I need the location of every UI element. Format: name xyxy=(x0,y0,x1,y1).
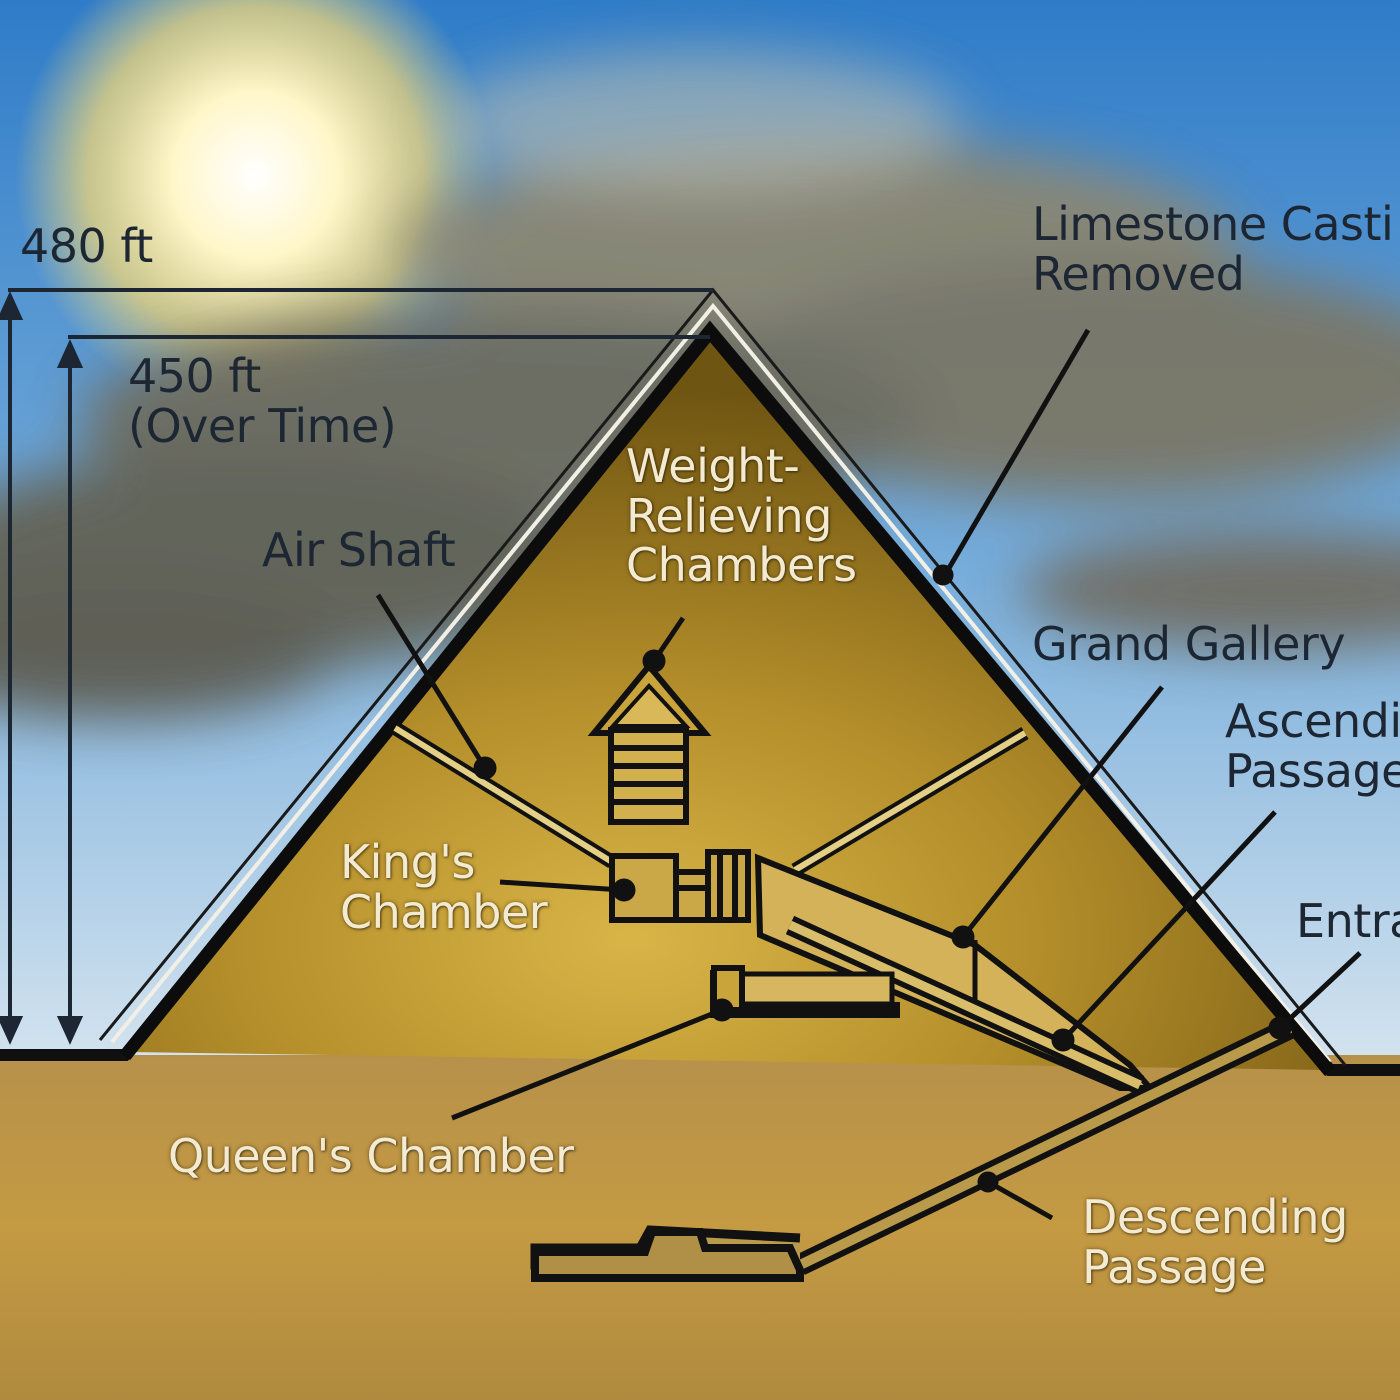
height-450ft-dimension xyxy=(56,335,710,1045)
pyramid-body xyxy=(130,338,1325,1070)
label-entrance: Entra xyxy=(1296,894,1400,948)
ground xyxy=(0,1055,1400,1400)
label-height-450ft: 450 ft (Over Time) xyxy=(128,349,397,453)
queens-chamber-passage xyxy=(710,965,900,1018)
label-height-480ft: 480 ft xyxy=(20,219,153,273)
subterranean-chamber xyxy=(531,1228,804,1282)
label-grand-gallery: Grand Gallery xyxy=(1032,617,1346,671)
label-descending-passage-line2: Passage xyxy=(1082,1239,1266,1294)
label-kings-chamber: King's Chamber xyxy=(340,835,548,939)
label-weight-relieving-line1: Weight- xyxy=(626,439,800,493)
air-shafts xyxy=(391,722,1029,877)
label-weight-relieving-line3: Chambers xyxy=(626,538,857,593)
label-kings-chamber-line2: Chamber xyxy=(340,884,548,939)
casing-outline-inner xyxy=(110,302,1332,1064)
pyramid-edge xyxy=(119,321,1335,1077)
label-kings-chamber-line1: King's xyxy=(340,835,475,889)
label-height-450ft-note: (Over Time) xyxy=(128,398,397,453)
clouds xyxy=(0,50,1400,720)
weight-relieving-chambers xyxy=(587,661,712,825)
label-queens-chamber: Queen's Chamber xyxy=(168,1129,574,1183)
label-descending-passage-line1: Descending xyxy=(1082,1190,1348,1244)
height-480ft-dimension xyxy=(0,288,713,1045)
label-weight-relieving-line2: Relieving xyxy=(626,488,832,543)
ascending-passage xyxy=(785,915,1145,1095)
label-ascending-passage-line2: Passage xyxy=(1225,743,1400,798)
label-ascending-passage: Ascendi Passage xyxy=(1225,694,1400,798)
label-descending-passage: Descending Passage xyxy=(1082,1190,1348,1294)
label-weight-relieving-chambers: Weight- Relieving Chambers xyxy=(626,439,857,593)
label-ascending-passage-line1: Ascendi xyxy=(1225,694,1400,748)
label-limestone-casing-line1: Limestone Casti xyxy=(1032,197,1394,251)
label-limestone-casing-line2: Removed xyxy=(1032,246,1245,301)
sun xyxy=(15,0,495,415)
leader-lines xyxy=(375,328,1362,1221)
label-air-shaft: Air Shaft xyxy=(262,523,456,577)
label-height-450ft-value: 450 ft xyxy=(128,349,261,403)
label-limestone-casing: Limestone Casti Removed xyxy=(1032,197,1394,301)
